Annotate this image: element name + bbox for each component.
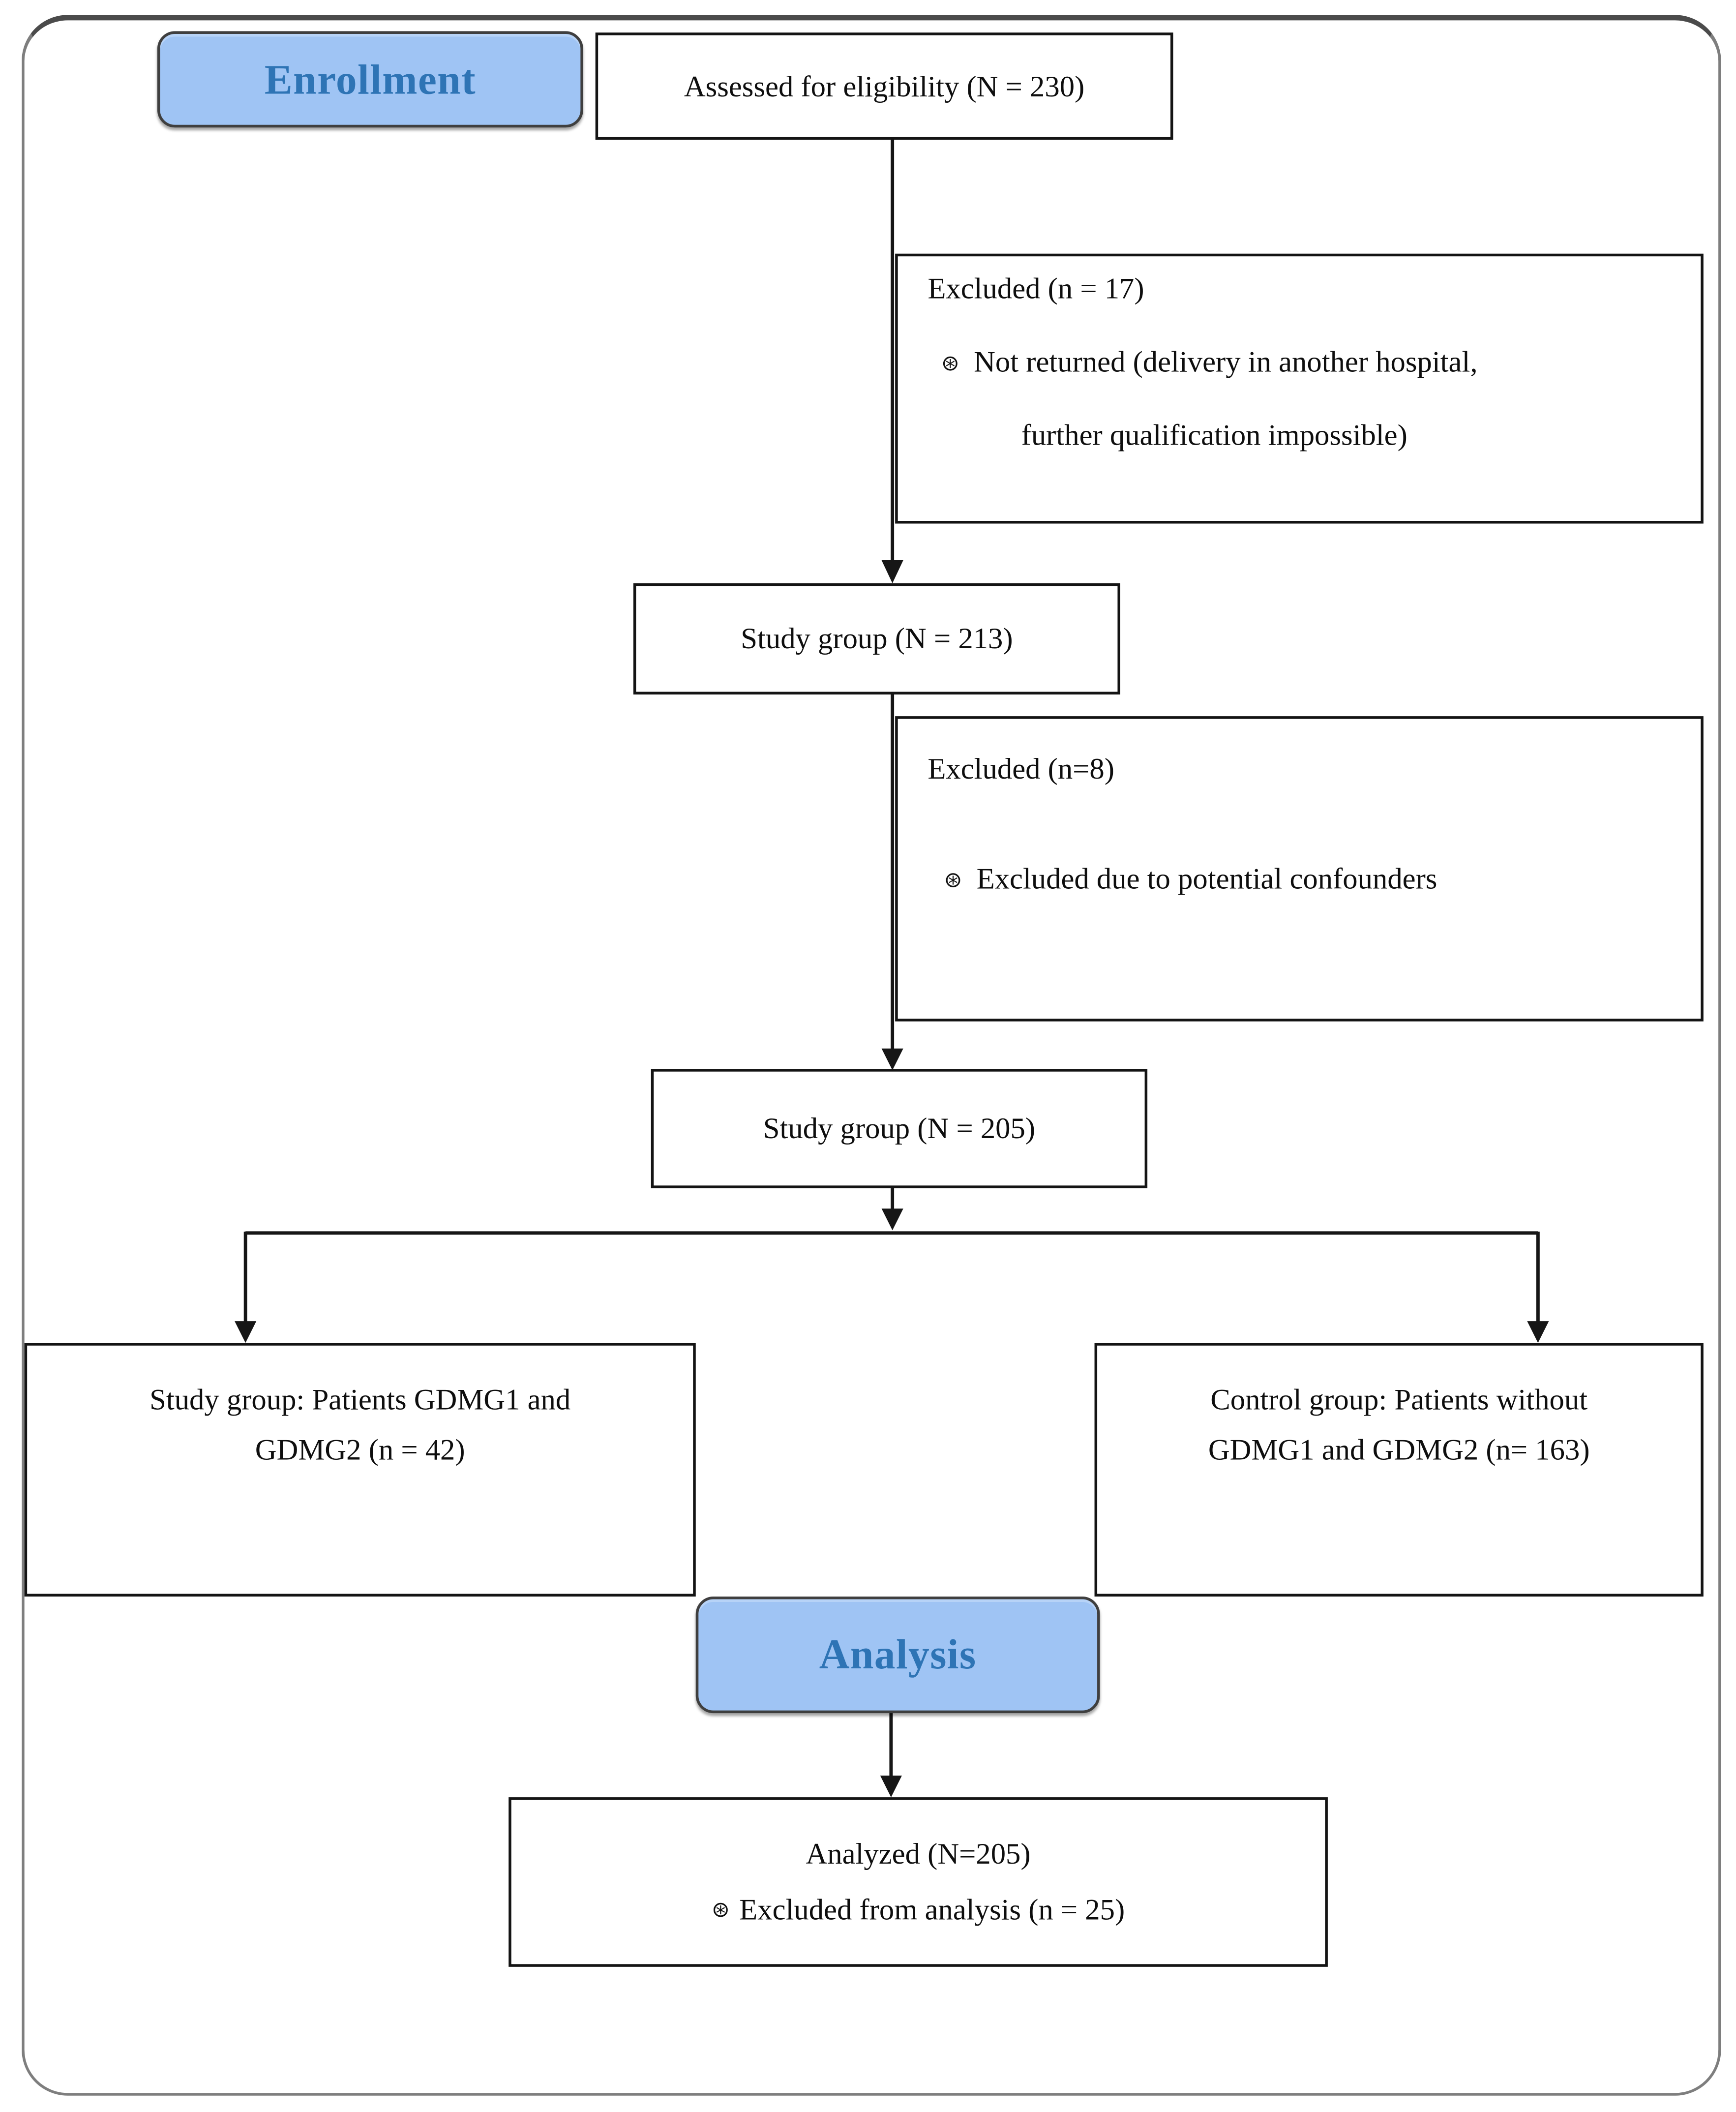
analysis-stage-label: Analysis — [819, 1630, 977, 1678]
control-arm-line2: GDMG1 and GDMG2 (n= 163) — [1208, 1432, 1590, 1467]
analyzed-count-text: Analyzed (N=205) — [806, 1837, 1031, 1871]
excluded-8-bullet-line: ⊛ Excluded due to potential confounders — [944, 859, 1701, 900]
excluded-8-box: Excluded (n=8) ⊛ Excluded due to potenti… — [895, 716, 1704, 1022]
control-arm-box: Control group: Patients without GDMG1 an… — [1094, 1343, 1704, 1597]
study-arm-box: Study group: Patients GDMG1 and GDMG2 (n… — [24, 1343, 696, 1597]
excluded-8-bullet-text: Excluded due to potential confounders — [976, 861, 1437, 896]
excluded-17-bullet-text1: Not returned (delivery in another hospit… — [974, 344, 1478, 379]
study-group-205-box: Study group (N = 205) — [651, 1069, 1148, 1188]
analyzed-excluded-text: Excluded from analysis (n = 25) — [739, 1892, 1125, 1927]
study-arm-line2: GDMG2 (n = 42) — [255, 1432, 465, 1467]
excluded-17-bullet-line1: ⊛ Not returned (delivery in another hosp… — [941, 342, 1701, 383]
enrollment-stage-pill: Enrollment — [157, 31, 583, 128]
excluded-17-bullet-line2: further qualification impossible) — [1021, 415, 1701, 456]
ornament-bullet-icon: ⊛ — [711, 1896, 730, 1922]
excluded-17-box: Excluded (n = 17) ⊛ Not returned (delive… — [895, 253, 1704, 524]
control-arm-text: Control group: Patients without GDMG1 an… — [1097, 1346, 1701, 1475]
analysis-stage-pill: Analysis — [695, 1596, 1100, 1714]
excluded-17-title: Excluded (n = 17) — [928, 271, 1144, 305]
study-group-205-text: Study group (N = 205) — [763, 1111, 1036, 1145]
excluded-17-bullet-text2: further qualification impossible) — [1021, 418, 1407, 452]
study-arm-line1: Study group: Patients GDMG1 and — [150, 1382, 571, 1417]
assessed-eligibility-text: Assessed for eligibility (N = 230) — [684, 68, 1085, 103]
study-group-213-text: Study group (N = 213) — [741, 621, 1013, 656]
assessed-eligibility-box: Assessed for eligibility (N = 230) — [595, 32, 1173, 140]
control-arm-line1: Control group: Patients without — [1210, 1382, 1588, 1417]
analyzed-box: Analyzed (N=205) ⊛ Excluded from analysis… — [509, 1797, 1328, 1967]
enrollment-stage-label: Enrollment — [264, 55, 476, 103]
study-arm-text: Study group: Patients GDMG1 and GDMG2 (n… — [27, 1346, 693, 1475]
study-group-213-box: Study group (N = 213) — [633, 583, 1120, 694]
excluded-8-title: Excluded (n=8) — [928, 751, 1114, 785]
ornament-bullet-icon: ⊛ — [941, 350, 959, 376]
analyzed-excluded-line: ⊛ Excluded from analysis (n = 25) — [511, 1884, 1325, 1938]
ornament-bullet-icon: ⊛ — [944, 867, 962, 893]
